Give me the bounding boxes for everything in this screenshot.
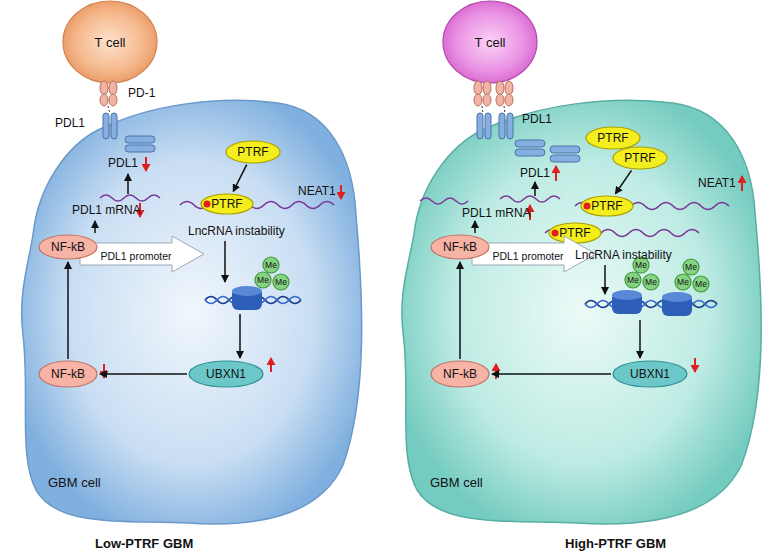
ubxn1-protein: UBXN1 — [188, 360, 264, 388]
node-text-holder: UBXN1 — [612, 360, 688, 388]
node-text-holder: Me — [692, 275, 710, 293]
t-cell: T cell — [62, 0, 158, 84]
methyl-group: Me — [262, 256, 280, 274]
binding-line — [482, 106, 483, 114]
node-label: PDL1 promoter — [492, 250, 563, 262]
node-label: Me — [265, 260, 277, 270]
node-text-holder: Me — [624, 271, 642, 289]
annotation-text: LncRNA instability — [188, 224, 285, 238]
annotation-text: PDL1 — [520, 166, 550, 180]
node-text-holder: Me — [682, 258, 700, 276]
methyl-group: Me — [682, 258, 700, 276]
node-text-holder: T cell — [442, 0, 538, 84]
node-label: GBM cell — [48, 475, 101, 490]
node-text-holder: NF-kB — [430, 234, 490, 260]
node-text-holder: PDL1 promoter — [488, 246, 568, 264]
methyl-group: Me — [674, 273, 692, 291]
node-label: NF-kB — [443, 240, 477, 254]
nfkb-protein: NF-kB — [430, 234, 490, 260]
node-label: Me — [677, 277, 689, 287]
node-text-holder: Me — [272, 273, 290, 291]
node-label: PTRF — [211, 197, 242, 211]
node-label: Me — [627, 275, 639, 285]
gbm-cell: GBM cellPTRFPTRFNF-kBPDL1 promoterMeMeMe… — [18, 95, 370, 530]
annotation-text: PD-1 — [128, 86, 155, 100]
node-text-holder: Me — [254, 271, 272, 289]
node-text-holder: PDL1 promoter — [96, 246, 176, 264]
ptrf-protein: PTRF — [585, 126, 641, 150]
node-text-holder: Me — [674, 273, 692, 291]
node-label: PTRF — [237, 145, 268, 159]
methyl-group: Me — [272, 273, 290, 291]
node-label: PTRF — [624, 151, 655, 165]
node-label: NF-kB — [51, 367, 85, 381]
annotation-text: LncRNA instability — [575, 248, 672, 262]
node-text-holder: NF-kB — [38, 234, 98, 260]
annotation-text: PDL1 — [55, 116, 85, 130]
methyl-group: Me — [642, 273, 660, 291]
binding-line — [108, 106, 110, 114]
gbm-cell: GBM cell PTRF PTRF PTRF PTRF NF-kB PDL1 promot… — [398, 95, 770, 530]
annotation-text: PDL1 — [522, 112, 552, 126]
binding-line — [504, 106, 505, 114]
node-text-holder: PTRF — [548, 222, 602, 244]
annotation-text: NEAT1 — [698, 176, 736, 190]
nfkb-protein: NF-kB — [38, 360, 98, 388]
node-label: GBM cell — [430, 475, 483, 490]
ptrf-protein: PTRF — [612, 146, 668, 170]
node-text-holder: PTRF — [200, 193, 254, 215]
pd1-receptor — [474, 81, 513, 106]
node-text-holder: PTRF — [580, 195, 634, 217]
node-label: T cell — [95, 35, 126, 50]
annotation-text: PDL1 mRNA — [72, 203, 141, 217]
node-text-holder: UBXN1 — [188, 360, 264, 388]
node-label: PTRF — [597, 131, 628, 145]
nfkb-protein: NF-kB — [38, 234, 98, 260]
ptrf-protein: PTRF — [225, 140, 281, 164]
ptrf-protein: PTRF — [580, 195, 634, 217]
promoter-arrow: PDL1 promoter — [80, 236, 205, 272]
node-label: NF-kB — [51, 240, 85, 254]
node-label: Me — [275, 277, 287, 287]
annotation-text: PDL1 — [108, 156, 138, 170]
node-text-holder: GBM cell — [48, 473, 101, 491]
node-label: UBXN1 — [206, 367, 246, 381]
node-label: Me — [685, 262, 697, 272]
node-label: T cell — [475, 35, 506, 50]
node-label: PTRF — [591, 199, 622, 213]
node-label: PDL1 promoter — [100, 250, 171, 262]
node-label: UBXN1 — [630, 367, 670, 381]
node-text-holder: PTRF — [225, 140, 281, 164]
node-text-holder: NF-kB — [430, 360, 490, 388]
methyl-group: Me — [692, 275, 710, 293]
node-label: Me — [645, 277, 657, 287]
methyl-group: Me — [624, 271, 642, 289]
annotation-text: NEAT1 — [298, 184, 336, 198]
nfkb-protein: NF-kB — [430, 360, 490, 388]
node-text-holder: GBM cell — [430, 473, 483, 491]
node-text-holder: PTRF — [585, 126, 641, 150]
pd1-receptor — [100, 81, 117, 106]
ptrf-protein: PTRF — [548, 222, 602, 244]
methyl-group: Me — [254, 271, 272, 289]
gbm-cell-outline — [398, 95, 770, 530]
node-label: Me — [695, 279, 707, 289]
ubxn1-protein: UBXN1 — [612, 360, 688, 388]
node-label: NF-kB — [443, 367, 477, 381]
node-text-holder: NF-kB — [38, 360, 98, 388]
node-text-holder: Me — [262, 256, 280, 274]
node-text-holder: PTRF — [612, 146, 668, 170]
annotation-text: PDL1 mRNA — [462, 206, 531, 220]
panel-caption: High-PTRF GBM — [565, 536, 666, 551]
node-text-holder: T cell — [62, 0, 158, 84]
ptrf-protein: PTRF — [200, 193, 254, 215]
t-cell: T cell — [442, 0, 538, 84]
node-text-holder: Me — [642, 273, 660, 291]
node-label: Me — [257, 275, 269, 285]
panel-caption: Low-PTRF GBM — [95, 536, 193, 551]
gbm-cell-outline — [18, 95, 370, 530]
